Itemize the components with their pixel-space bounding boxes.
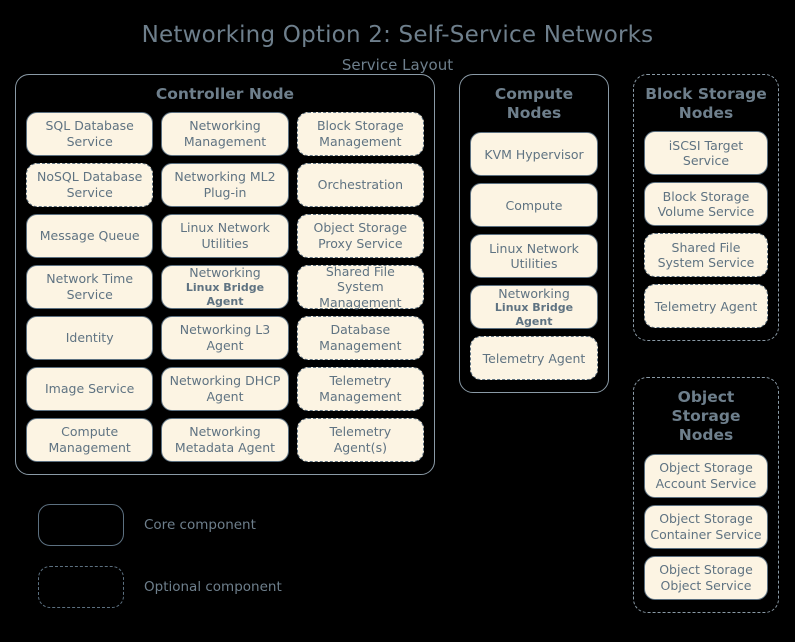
legend-optional-swatch bbox=[38, 565, 124, 608]
service-box: Orchestration bbox=[296, 162, 424, 207]
service-label: Block Storage Management bbox=[316, 118, 404, 149]
service-box: Compute Management bbox=[26, 417, 154, 462]
service-label: Orchestration bbox=[317, 177, 403, 193]
service-box: Telemetry Agent(s) bbox=[296, 417, 424, 462]
service-label: Object Storage Object Service bbox=[659, 562, 753, 593]
service-label: Shared File System Management bbox=[319, 263, 402, 310]
title-block: Networking Option 2: Self-Service Networ… bbox=[0, 0, 795, 74]
service-label: Telemetry Agent bbox=[482, 350, 586, 366]
service-label: Object Storage Container Service bbox=[650, 511, 762, 542]
service-box: iSCSI Target Service bbox=[644, 131, 768, 176]
service-box: Linux Network Utilities bbox=[470, 234, 598, 279]
service-label: Object Storage Account Service bbox=[655, 460, 757, 491]
service-label: Network Time Service bbox=[46, 271, 134, 302]
service-box: Networking Management bbox=[161, 111, 289, 156]
controller-node-service-grid: SQL Database Service Networking Managemen… bbox=[26, 111, 424, 462]
service-label: Telemetry Agent bbox=[654, 298, 758, 314]
service-sublabel: Linux Bridge Agent bbox=[185, 281, 265, 308]
service-label: Object Storage Proxy Service bbox=[313, 220, 408, 251]
service-label: Networking DHCP Agent bbox=[169, 373, 281, 404]
service-sublabel: Linux Bridge Agent bbox=[494, 301, 574, 329]
service-label: Shared File System Service bbox=[657, 239, 755, 271]
service-label: NoSQL Database Service bbox=[36, 169, 143, 200]
service-label: Linux Network Utilities bbox=[489, 240, 579, 272]
service-box: Networking DHCP Agent bbox=[161, 366, 289, 411]
service-box: SQL Database Service bbox=[26, 111, 154, 156]
service-label: Compute bbox=[505, 197, 563, 213]
service-box: Identity bbox=[26, 315, 154, 360]
service-label: Image Service bbox=[45, 381, 135, 397]
service-box: NoSQL Database Service bbox=[26, 162, 154, 207]
service-label: Linux Network Utilities bbox=[180, 220, 270, 251]
service-label: Networking bbox=[189, 265, 261, 281]
object-storage-nodes-container: Object Storage Nodes Object Storage Acco… bbox=[633, 376, 779, 613]
controller-node-title: Controller Node bbox=[155, 84, 295, 103]
legend-core-swatch bbox=[38, 503, 124, 546]
service-label: Telemetry Agent(s) bbox=[329, 424, 392, 455]
service-box: Shared File System Service bbox=[644, 233, 768, 278]
service-box: Telemetry Management bbox=[296, 366, 424, 411]
service-box: Object Storage Object Service bbox=[644, 555, 768, 600]
service-box: Network Time Service bbox=[26, 264, 154, 309]
service-box: Object Storage Account Service bbox=[644, 453, 768, 498]
service-box: Block Storage Volume Service bbox=[644, 182, 768, 227]
service-box: Compute bbox=[470, 183, 598, 228]
service-box: Message Queue bbox=[26, 213, 154, 258]
legend-optional-row: Optional component bbox=[38, 565, 282, 608]
legend-core-label: Core component bbox=[144, 516, 256, 533]
service-box: Block Storage Management bbox=[296, 111, 424, 156]
service-box: Telemetry Agent bbox=[470, 336, 598, 381]
service-box: Telemetry Agent bbox=[644, 284, 768, 329]
block-storage-nodes-container: Block Storage Nodes iSCSI Target Service… bbox=[633, 73, 779, 342]
service-label: iSCSI Target Service bbox=[668, 137, 744, 169]
service-label: Networking bbox=[498, 285, 570, 301]
object-storage-nodes-title: Object Storage Nodes bbox=[671, 387, 741, 445]
service-label: Networking Metadata Agent bbox=[174, 424, 276, 455]
service-box: Image Service bbox=[26, 366, 154, 411]
service-box: Networking ML2 Plug-in bbox=[161, 162, 289, 207]
service-label: Identity bbox=[65, 330, 114, 346]
page-subtitle: Service Layout bbox=[341, 55, 454, 74]
service-label: Networking Management bbox=[183, 118, 267, 149]
service-box: Networking L3 Agent bbox=[161, 315, 289, 360]
service-label: KVM Hypervisor bbox=[484, 146, 584, 162]
service-label: Telemetry Management bbox=[319, 373, 402, 404]
service-box: Database Management bbox=[296, 315, 424, 360]
legend-core-row: Core component bbox=[38, 503, 256, 546]
page-title: Networking Option 2: Self-Service Networ… bbox=[141, 22, 654, 48]
service-label: Database Management bbox=[319, 322, 402, 353]
service-box: Object Storage Proxy Service bbox=[296, 213, 424, 258]
service-label: SQL Database Service bbox=[45, 118, 134, 149]
service-label: Networking L3 Agent bbox=[179, 322, 271, 353]
service-label: Block Storage Volume Service bbox=[657, 188, 755, 220]
service-label: Message Queue bbox=[39, 228, 140, 244]
service-box: Networking Metadata Agent bbox=[161, 417, 289, 462]
block-storage-nodes-title: Block Storage Nodes bbox=[645, 84, 767, 122]
service-box: KVM Hypervisor bbox=[470, 132, 598, 177]
service-box: Shared File System Management bbox=[296, 263, 424, 310]
service-box: Object Storage Container Service bbox=[644, 504, 768, 549]
compute-nodes-title: Compute Nodes bbox=[494, 84, 574, 122]
service-label: Compute Management bbox=[48, 424, 131, 455]
service-box: Linux Network Utilities bbox=[161, 213, 289, 258]
legend-optional-label: Optional component bbox=[144, 578, 282, 595]
service-label: Networking ML2 Plug-in bbox=[174, 169, 276, 200]
